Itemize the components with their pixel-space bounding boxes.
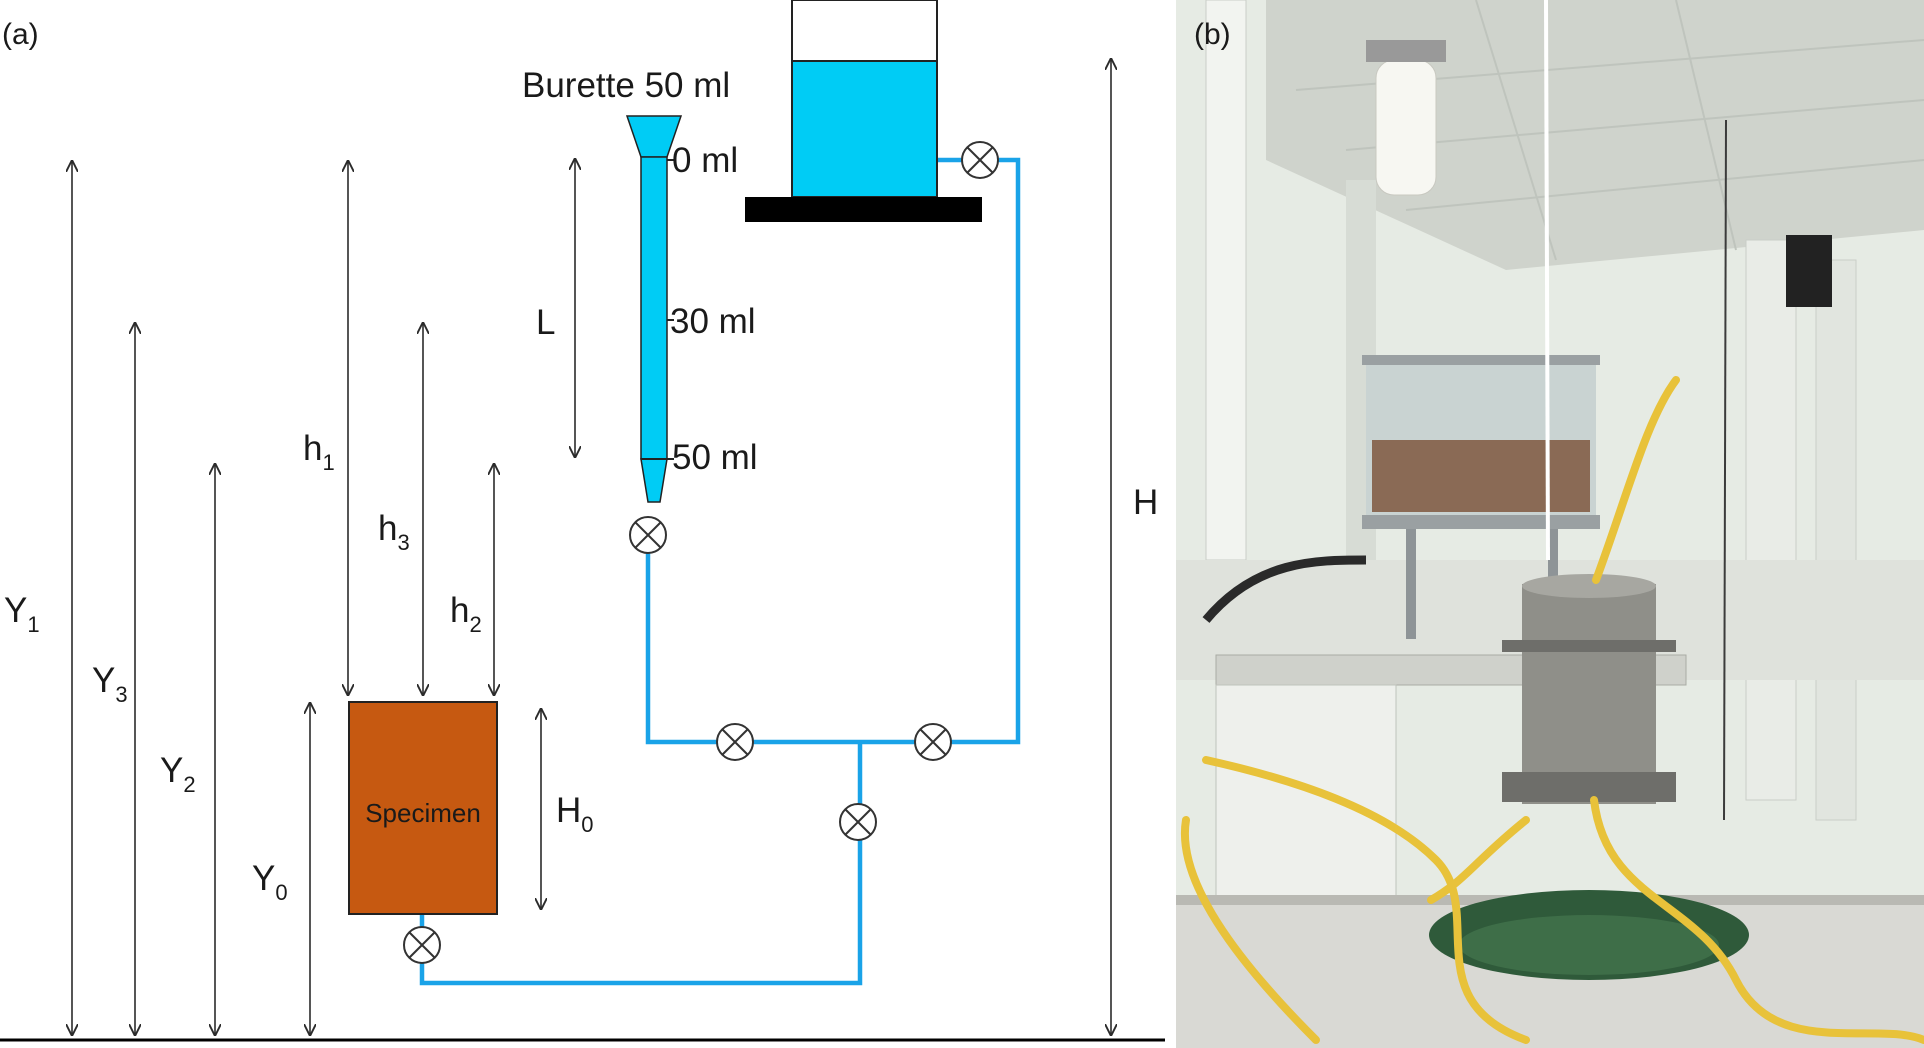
- label-h3: h3: [378, 509, 410, 555]
- photo-tank-leg: [1406, 529, 1416, 639]
- specimen-label: Specimen: [365, 798, 481, 828]
- valve-icon[interactable]: [629, 516, 667, 554]
- photo-cabinet-door: [1215, 684, 1397, 906]
- valve-icon[interactable]: [716, 723, 754, 761]
- label-h0: H0: [556, 791, 594, 837]
- photo-pillar: [1815, 259, 1857, 821]
- photo-tray-water: [1459, 915, 1719, 975]
- photo-hoses: [1180, 376, 1924, 1044]
- label-y3: Y3: [92, 661, 128, 707]
- photo-wash-bottle: [1375, 59, 1437, 196]
- panel-label-b: (b): [1194, 18, 1231, 51]
- burette-tube: [640, 156, 668, 460]
- label-h2: h2: [450, 591, 482, 637]
- photo-cylinder: [1522, 584, 1656, 804]
- label-h: H: [1133, 483, 1158, 522]
- photo-pillar: [1745, 239, 1797, 801]
- specimen-box: [348, 701, 498, 915]
- photo-tank-frame: [1362, 515, 1600, 529]
- burette-tip: [640, 458, 668, 503]
- photo-black-hose: [1202, 555, 1367, 623]
- burette-title: Burette 50 ml: [522, 66, 730, 105]
- burette-mark-50: 50 ml: [672, 438, 758, 477]
- burette: [625, 115, 683, 503]
- pipe-network: [419, 157, 1021, 986]
- photo-cylinder-flange: [1502, 640, 1676, 652]
- label-y0: Y0: [252, 859, 288, 905]
- valve-icon[interactable]: [961, 141, 999, 179]
- photo-drip-line: [1544, 0, 1550, 561]
- reservoir-stand: [745, 197, 982, 222]
- burette-mark-30: 30 ml: [670, 302, 756, 341]
- photo-cylinder-top: [1522, 574, 1656, 598]
- photo-wall-panel: [1205, 0, 1247, 561]
- label-y2: Y2: [160, 751, 196, 797]
- photo-tank-frame: [1362, 355, 1600, 365]
- valve-icon[interactable]: [403, 926, 441, 964]
- photo-cylinder-base: [1502, 772, 1676, 802]
- photo-stand-rod: [1723, 119, 1727, 821]
- valve-icon[interactable]: [914, 723, 952, 761]
- burette-mark-0: 0 ml: [672, 141, 738, 180]
- reservoir-air-space: [791, 0, 938, 62]
- photo-bottle-clamp: [1366, 40, 1446, 62]
- lab-photo: (b): [1176, 0, 1924, 1048]
- label-l: L: [536, 303, 555, 342]
- reservoir-water: [791, 60, 938, 198]
- label-y1: Y1: [4, 591, 40, 637]
- panel-label-a: (a): [2, 18, 39, 51]
- valve-icon[interactable]: [839, 803, 877, 841]
- photo-speaker: [1786, 235, 1832, 307]
- label-h1: h1: [303, 429, 335, 475]
- photo-aggregate: [1372, 440, 1590, 512]
